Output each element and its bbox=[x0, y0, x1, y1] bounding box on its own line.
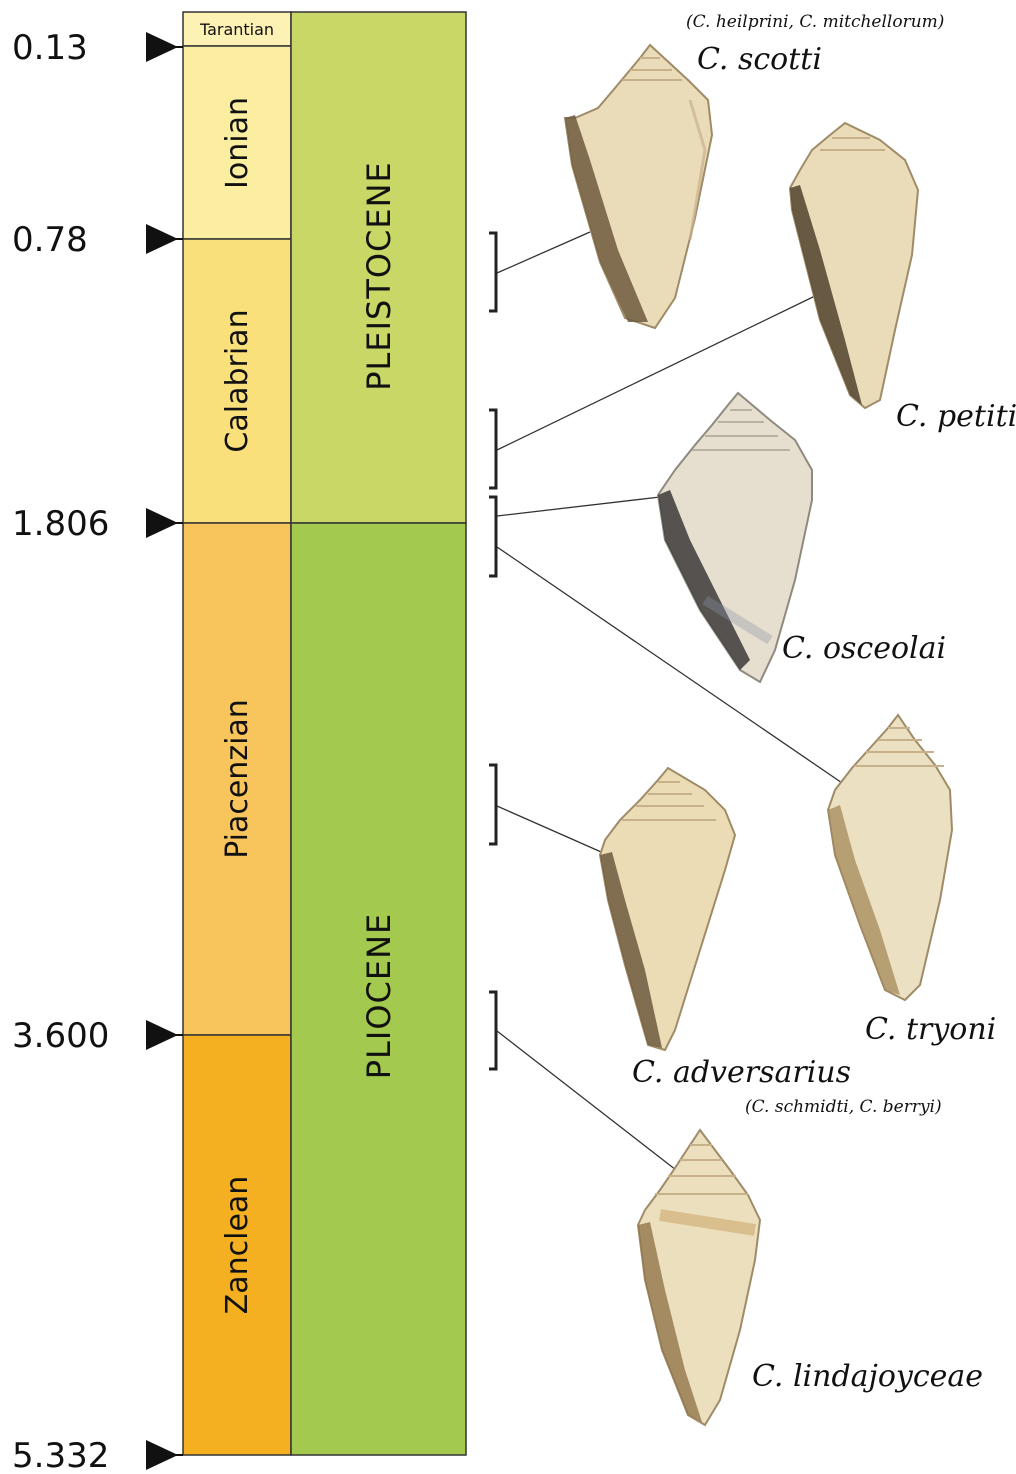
species-label-adversarius: C. adversarius bbox=[632, 1055, 851, 1090]
species-synonyms-scotti: (C. heilprini, C. mitchellorum) bbox=[686, 12, 944, 32]
range-bracket-scotti bbox=[489, 233, 496, 311]
age-label: 3.600 bbox=[12, 1016, 109, 1056]
connector-scotti bbox=[497, 232, 590, 273]
stage-label-zanclean: Zanclean bbox=[220, 1176, 255, 1315]
age-label: 5.332 bbox=[12, 1436, 109, 1474]
stage-label-piacenzian: Piacenzian bbox=[220, 699, 255, 859]
species-label-tryoni: C. tryoni bbox=[865, 1012, 996, 1047]
age-label: 1.806 bbox=[12, 504, 109, 544]
range-bracket-osceolai-tryoni bbox=[489, 497, 496, 576]
epoch-label-pliocene: PLIOCENE bbox=[360, 913, 398, 1079]
age-marker-0.78: 0.78 bbox=[12, 220, 183, 260]
shell-scotti-image bbox=[565, 45, 712, 328]
range-bracket-lindajoyceae bbox=[489, 992, 496, 1069]
species-synonyms-adversarius: (C. schmidti, C. berryi) bbox=[745, 1097, 942, 1117]
species-label-petiti: C. petiti bbox=[896, 399, 1016, 434]
age-marker-0.13: 0.13 bbox=[12, 28, 183, 68]
shell-tryoni-image bbox=[828, 715, 952, 1000]
species-label-osceolai: C. osceolai bbox=[782, 631, 946, 666]
connector-osceolai bbox=[497, 497, 660, 516]
range-bracket-adversarius bbox=[489, 765, 496, 844]
age-marker-1.806: 1.806 bbox=[12, 504, 183, 544]
stage-label-tarantian: Tarantian bbox=[199, 20, 274, 39]
shell-lindajoyceae-image bbox=[638, 1130, 760, 1425]
stage-label-calabrian: Calabrian bbox=[220, 309, 255, 452]
age-label: 0.13 bbox=[12, 28, 88, 68]
age-label: 0.78 bbox=[12, 220, 88, 260]
connector-lindajoyceae bbox=[497, 1031, 676, 1170]
species-label-lindajoyceae: C. lindajoyceae bbox=[752, 1359, 983, 1394]
age-marker-3.600: 3.600 bbox=[12, 1016, 183, 1056]
shell-adversarius-image bbox=[600, 768, 735, 1050]
species-label-scotti: C. scotti bbox=[697, 42, 822, 77]
stage-label-ionian: Ionian bbox=[220, 97, 255, 189]
shell-petiti-image bbox=[790, 123, 918, 408]
epoch-label-pleistocene: PLEISTOCENE bbox=[360, 161, 398, 391]
age-marker-5.332: 5.332 bbox=[12, 1436, 183, 1474]
range-bracket-petiti bbox=[489, 410, 496, 488]
connector-adversarius bbox=[497, 806, 608, 855]
connector-tryoni bbox=[497, 547, 848, 787]
